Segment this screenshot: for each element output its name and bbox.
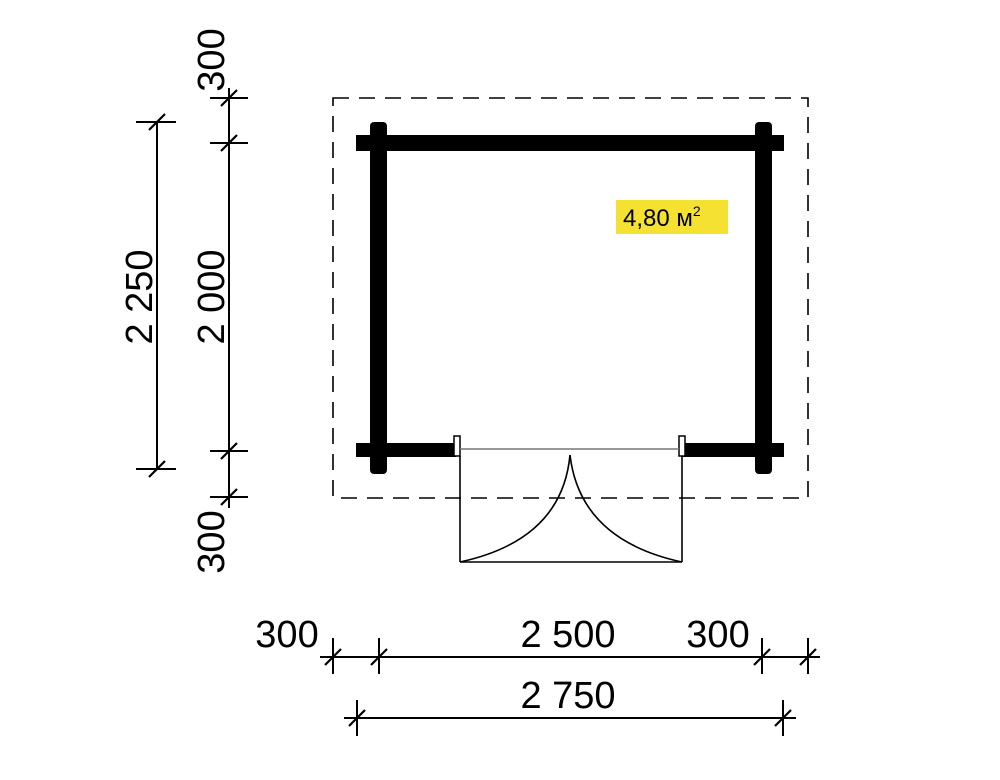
dim-bottom-inner-label: 2 500 bbox=[520, 614, 615, 656]
area-text: 4,80 м2 bbox=[623, 203, 701, 232]
dim-left-total-label: 2 250 bbox=[119, 249, 161, 344]
dim-bottom-total-label: 2 750 bbox=[520, 675, 615, 717]
dim-left-inner-label: 2 000 bbox=[191, 249, 233, 344]
dim-left-bottom-overhang-label: 300 bbox=[191, 510, 233, 573]
wall-top bbox=[356, 135, 784, 151]
dimension-left-inner: 2 000 300 300 bbox=[191, 28, 248, 574]
dimension-bottom-total: 2 750 bbox=[344, 675, 796, 736]
wall-left bbox=[370, 122, 387, 474]
dim-left-top-overhang-label: 300 bbox=[191, 28, 233, 91]
walls bbox=[356, 122, 784, 474]
wall-bottom-right bbox=[682, 443, 784, 457]
door-jamb-left bbox=[453, 435, 461, 457]
wall-right bbox=[755, 122, 772, 474]
dim-bottom-left-overhang-label: 300 bbox=[255, 614, 318, 656]
area-label: 4,80 м2 bbox=[616, 200, 728, 234]
door-swing-arc-left bbox=[459, 454, 571, 563]
wall-bottom-left bbox=[356, 443, 456, 457]
dim-bottom-right-overhang-label: 300 bbox=[686, 614, 749, 656]
door-jamb-right bbox=[678, 435, 686, 457]
dimension-bottom-inner: 300 2 500 300 bbox=[255, 614, 820, 674]
dimension-left-total: 2 250 bbox=[119, 113, 176, 478]
roof-overhang-outline bbox=[332, 97, 809, 499]
double-door bbox=[453, 435, 686, 563]
door-swing-arc-right bbox=[569, 454, 683, 563]
area-highlight bbox=[616, 200, 728, 234]
